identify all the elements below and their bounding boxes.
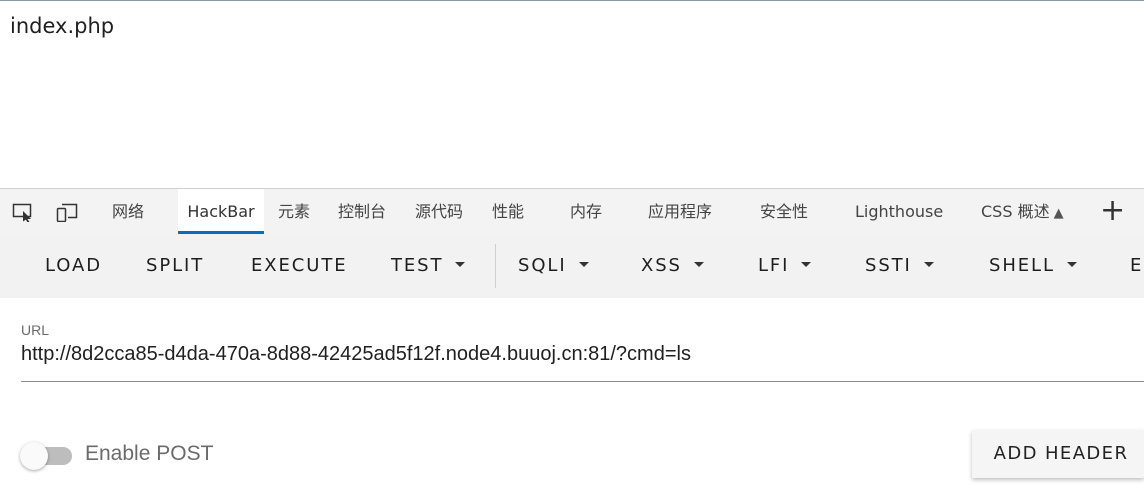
tab-lighthouse[interactable]: Lighthouse: [855, 202, 944, 221]
enable-post-label: Enable POST: [85, 442, 214, 465]
test-label: TEST: [391, 255, 444, 276]
lfi-dropdown-button[interactable]: LFI: [758, 234, 812, 298]
sqli-dropdown-button[interactable]: SQLI: [518, 234, 589, 298]
shell-label: SHELL: [989, 255, 1055, 276]
devtools-tab-bar: 网络 HackBar 元素 控制台 源代码 性能 内存 应用程序 安全性 Lig…: [0, 188, 1144, 235]
split-button[interactable]: SPLIT: [146, 255, 205, 276]
ssti-dropdown-button[interactable]: SSTI: [865, 234, 934, 298]
url-input[interactable]: http://8d2cca85-d4da-470a-8d88-42425ad5f…: [21, 343, 691, 365]
xss-dropdown-button[interactable]: XSS: [641, 234, 704, 298]
hackbar-toolbar: LOAD SPLIT EXECUTE TEST SQLI XSS LFI SST…: [0, 234, 1144, 298]
url-input-underline: [21, 381, 1144, 382]
load-button[interactable]: LOAD: [45, 255, 103, 276]
tab-hackbar[interactable]: HackBar: [178, 189, 264, 234]
chevron-down-icon: [578, 261, 589, 267]
shell-dropdown-button[interactable]: SHELL: [989, 234, 1077, 298]
lfi-label: LFI: [758, 255, 790, 276]
chevron-down-icon: [923, 261, 934, 267]
experimental-flask-icon: ▲: [1053, 206, 1064, 221]
tab-security[interactable]: 安全性: [760, 202, 809, 221]
page-content-text: index.php: [10, 14, 115, 38]
tab-memory[interactable]: 内存: [570, 202, 603, 221]
encoding-button-partial[interactable]: E: [1130, 255, 1144, 276]
inspect-element-icon[interactable]: [12, 202, 34, 222]
chevron-down-icon: [455, 261, 466, 267]
test-dropdown-button[interactable]: TEST: [391, 234, 466, 298]
chevron-down-icon: [1066, 261, 1077, 267]
url-field-label: URL: [21, 322, 50, 338]
sqli-label: SQLI: [518, 255, 567, 276]
tab-performance[interactable]: 性能: [492, 202, 525, 221]
tab-console[interactable]: 控制台: [338, 202, 387, 221]
tab-elements[interactable]: 元素: [278, 202, 311, 221]
ssti-label: SSTI: [865, 255, 912, 276]
xss-label: XSS: [641, 255, 682, 276]
add-header-button[interactable]: ADD HEADER: [972, 430, 1144, 478]
toggle-thumb: [20, 442, 48, 470]
tab-network[interactable]: 网络: [112, 202, 145, 221]
enable-post-toggle[interactable]: [20, 442, 76, 472]
tab-sources[interactable]: 源代码: [415, 202, 464, 221]
device-emulation-icon[interactable]: [56, 202, 78, 222]
tab-css-overview-label: CSS 概述: [981, 202, 1050, 221]
tab-css-overview[interactable]: CSS 概述▲: [981, 189, 1064, 234]
window-top-border: [0, 0, 1144, 1]
chevron-down-icon: [693, 261, 704, 267]
tab-application[interactable]: 应用程序: [648, 202, 713, 221]
execute-button[interactable]: EXECUTE: [251, 255, 348, 276]
chevron-down-icon: [801, 261, 812, 267]
more-tools-plus-icon[interactable]: +: [1100, 193, 1126, 228]
toolbar-divider: [495, 244, 496, 288]
